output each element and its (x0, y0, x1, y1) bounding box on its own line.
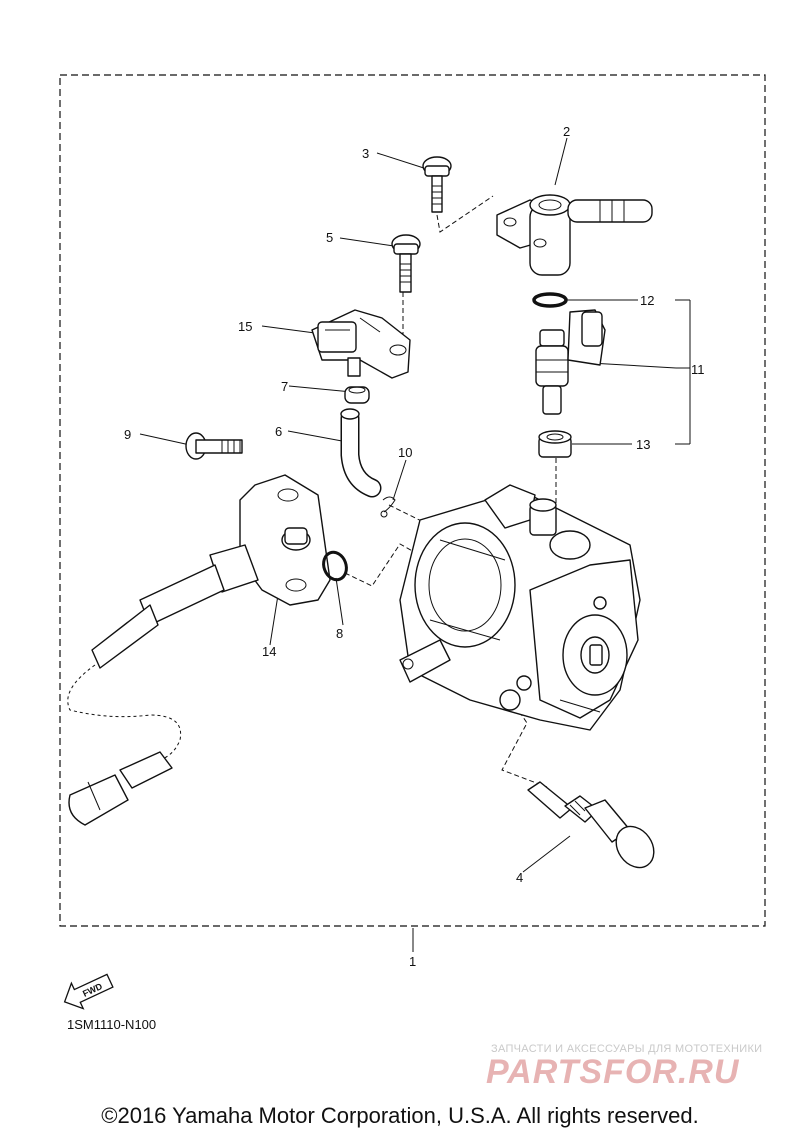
fuel-injector-part-11 (535, 309, 606, 415)
forward-direction-arrow: FWD (63, 973, 114, 1010)
callout-2: 2 (563, 124, 570, 139)
pressure-sensor-part-15 (311, 309, 411, 379)
adjust-screw-part-4 (527, 781, 655, 869)
callout-14: 14 (262, 644, 276, 659)
fuel-pipe-joint-part-2 (496, 194, 653, 276)
watermark-caption: ЗАПЧАСТИ И АКСЕССУАРЫ ДЛЯ МОТОТЕХНИКИ (491, 1043, 763, 1055)
screw-part-3 (422, 156, 452, 213)
bolt-part-9 (185, 432, 243, 460)
hose-part-6 (340, 408, 382, 498)
callout-12: 12 (640, 293, 654, 308)
callout-11: 11 (691, 362, 705, 377)
callout-4: 4 (516, 870, 523, 885)
callout-7: 7 (281, 379, 288, 394)
callout-5: 5 (326, 230, 333, 245)
throttle-body-part-1 (399, 484, 641, 731)
callout-15: 15 (238, 319, 252, 334)
callout-6: 6 (275, 424, 282, 439)
callout-8: 8 (336, 626, 343, 641)
o-ring-part-12 (532, 292, 568, 308)
callout-10: 10 (398, 445, 412, 460)
small-clip-part-10 (380, 496, 396, 518)
catalog-code: 1SM1110-N100 (67, 1017, 157, 1032)
leader-lines (139, 137, 691, 952)
screw-part-5 (391, 234, 421, 293)
callout-9: 9 (124, 427, 131, 442)
callout-3: 3 (362, 146, 369, 161)
assembly-boundary (59, 74, 766, 927)
copyright-notice: ©2016 Yamaha Motor Corporation, U.S.A. A… (101, 1103, 699, 1128)
watermark-logo: PARTSFOR.RU (486, 1053, 740, 1091)
callout-1: 1 (409, 954, 416, 969)
callout-labels: 1 2 3 4 5 6 7 8 9 10 11 12 13 14 15 (124, 124, 705, 969)
hose-clip-part-7 (344, 386, 370, 404)
seal-part-13 (538, 430, 572, 458)
throttle-sensor-part-14 (67, 474, 331, 826)
o-ring-part-8 (322, 550, 348, 582)
callout-13: 13 (636, 437, 650, 452)
